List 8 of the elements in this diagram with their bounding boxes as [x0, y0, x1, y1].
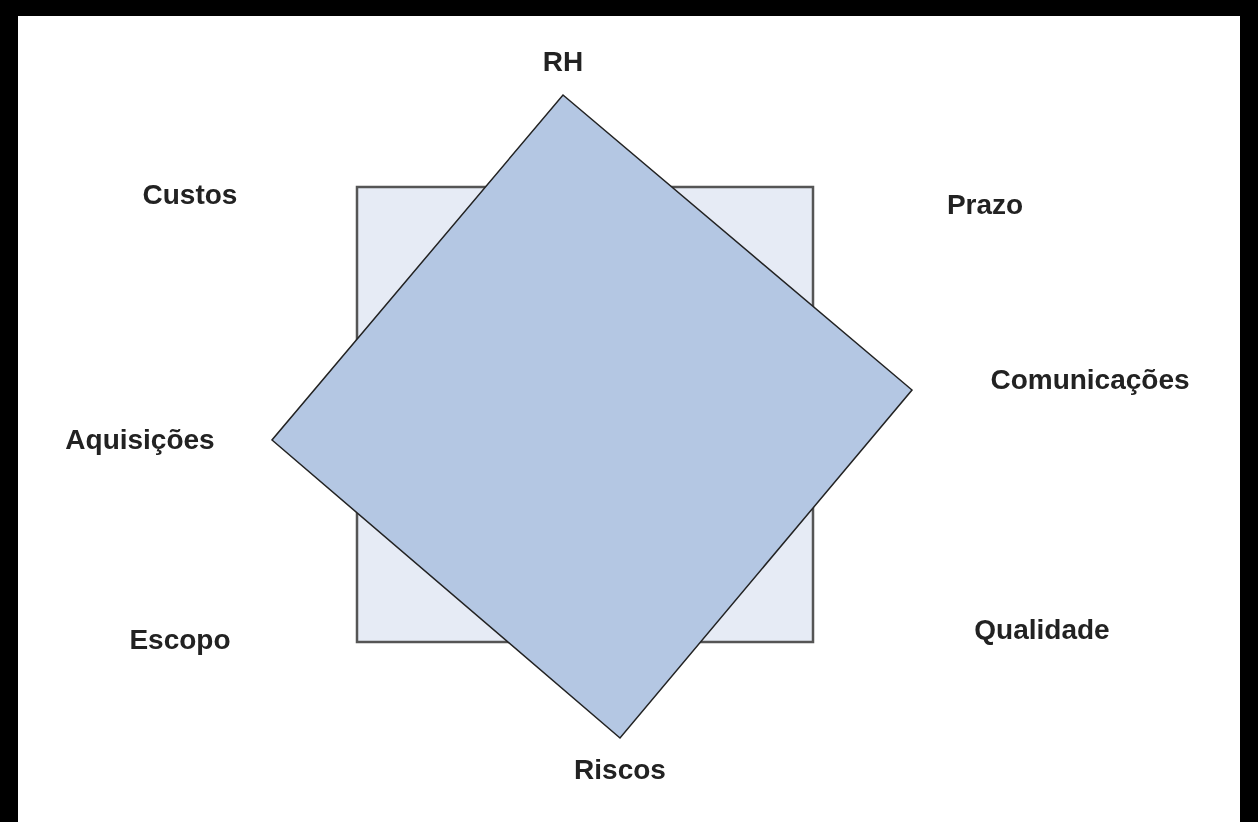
corner-label: Aquisições	[65, 424, 215, 456]
corner-label: Prazo	[946, 189, 1024, 221]
corner-label: Riscos	[574, 754, 666, 786]
corner-label: RH	[542, 46, 584, 78]
corner-label: Escopo	[129, 624, 231, 656]
corner-label: Comunicações	[990, 364, 1190, 396]
corner-label: Custos	[142, 179, 238, 211]
corner-label: Qualidade	[974, 614, 1110, 646]
